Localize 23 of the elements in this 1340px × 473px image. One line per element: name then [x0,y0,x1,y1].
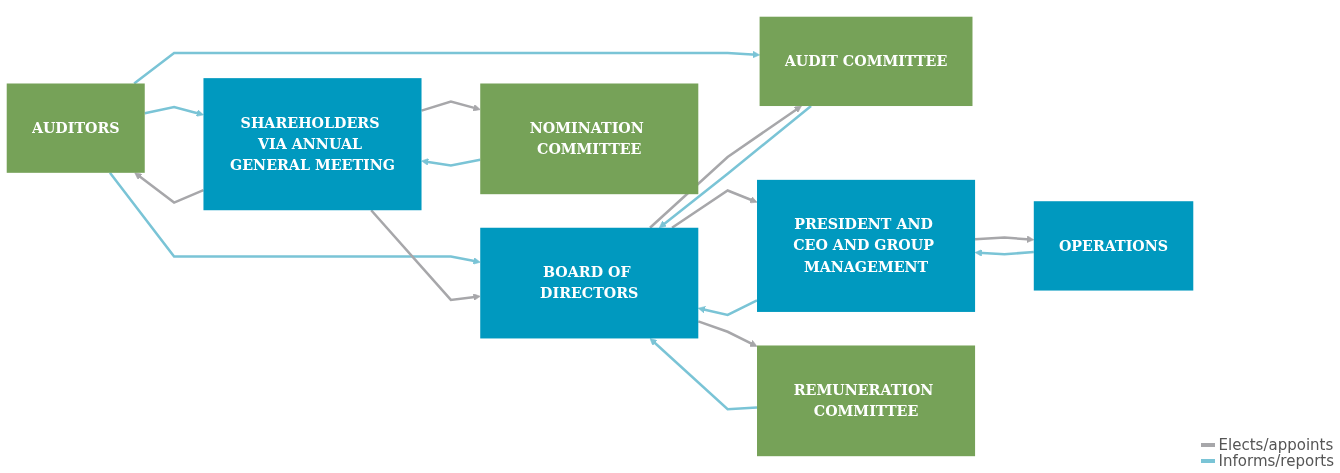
arrow [671,189,758,229]
legend-label: Elects/appoints [1218,437,1334,453]
arrow [649,338,758,411]
node-box: AUDIT COMMITTEE [759,16,973,107]
node-box: BOARD OF DIRECTORS [480,227,699,339]
arrow [421,158,481,167]
arrow [133,50,760,85]
node-box: REMUNERATION COMMITTEE [757,345,976,457]
legend-label: Informs/reports [1218,453,1334,469]
arrow [697,320,758,347]
arrow [421,100,481,112]
node-box: NOMINATION COMMITTEE [480,83,699,195]
arrow [697,299,758,317]
node-box: SHAREHOLDERS VIA ANNUAL GENERAL MEETING [203,78,422,211]
arrow [108,172,481,265]
arrow [370,209,481,302]
arrow [974,249,1034,257]
node-box: AUDITORS [6,83,145,173]
arrow [134,172,204,205]
node-box: PRESIDENT AND CEO AND GROUP MANAGEMENT [757,179,976,312]
node-box: OPERATIONS [1033,201,1194,291]
arrow [144,105,204,117]
arrow [975,235,1035,243]
